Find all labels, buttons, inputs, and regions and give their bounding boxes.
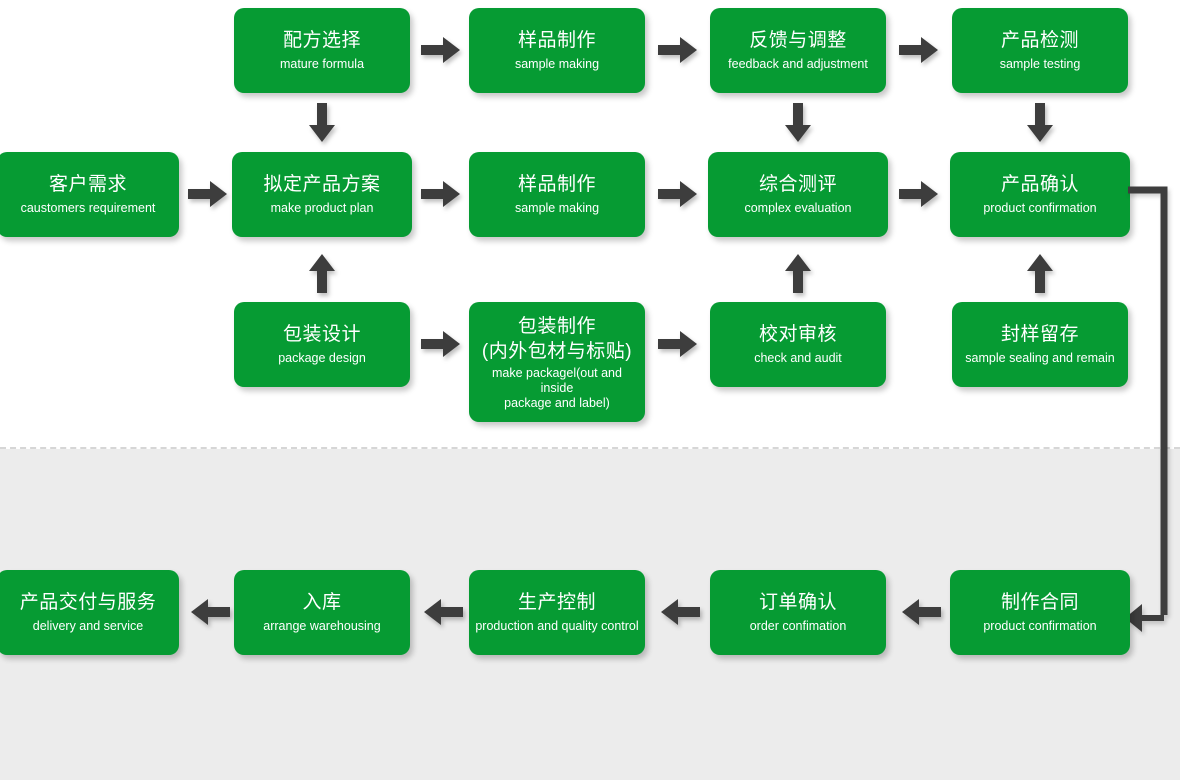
wrap-connector-line (1128, 163, 1180, 643)
node-title-en: sample sealing and remain (965, 351, 1115, 365)
arrow-right-icon (421, 36, 461, 64)
node-title-cn: 产品确认 (1000, 174, 1079, 195)
node-title-en: caustomers requirement (20, 201, 156, 215)
node-title-cn: 包装设计 (282, 324, 361, 345)
node-title-cn: 包装制作 (内外包材与标贴) (481, 315, 633, 362)
arrow-down-icon (308, 103, 336, 143)
node-title-cn: 产品检测 (1000, 30, 1079, 51)
arrow-down-icon (784, 103, 812, 143)
arrow-right-icon (658, 180, 698, 208)
arrow-up-icon (308, 253, 336, 293)
node-feedback-adjustment[interactable]: 反馈与调整 feedback and adjustment (710, 8, 886, 93)
arrow-right-icon (421, 180, 461, 208)
node-title-cn: 综合测评 (758, 174, 837, 195)
arrow-right-icon (658, 330, 698, 358)
section-divider (0, 447, 1180, 449)
node-complex-evaluation[interactable]: 综合测评 complex evaluation (708, 152, 888, 237)
arrow-left-icon (660, 598, 700, 626)
node-title-cn: 订单确认 (758, 592, 837, 613)
arrow-right-icon (899, 180, 939, 208)
node-title-cn: 拟定产品方案 (263, 174, 381, 195)
node-title-cn: 客户需求 (48, 174, 127, 195)
node-title-en: sample making (514, 57, 600, 71)
node-title-en: complex evaluation (744, 201, 852, 215)
node-title-cn: 反馈与调整 (749, 30, 847, 51)
node-sample-sealing[interactable]: 封样留存 sample sealing and remain (952, 302, 1128, 387)
node-product-testing[interactable]: 产品检测 sample testing (952, 8, 1128, 93)
node-title-cn: 封样留存 (1000, 324, 1079, 345)
node-title-cn: 入库 (302, 592, 342, 613)
node-title-en: delivery and service (32, 619, 144, 633)
arrow-down-icon (1026, 103, 1054, 143)
node-package-design[interactable]: 包装设计 package design (234, 302, 410, 387)
node-make-contract[interactable]: 制作合同 product confirmation (950, 570, 1130, 655)
node-title-en: check and audit (754, 351, 842, 365)
node-title-en: make product plan (270, 201, 374, 215)
node-title-cn: 样品制作 (517, 174, 596, 195)
node-title-cn: 制作合同 (1000, 592, 1079, 613)
node-sample-making-r1[interactable]: 样品制作 sample making (469, 8, 645, 93)
node-title-cn: 配方选择 (282, 30, 361, 51)
arrow-up-icon (784, 253, 812, 293)
arrow-left-icon (901, 598, 941, 626)
node-order-confirmation[interactable]: 订单确认 order confimation (710, 570, 886, 655)
node-title-en: sample making (514, 201, 600, 215)
node-title-en: sample testing (999, 57, 1081, 71)
node-title-en: mature formula (279, 57, 365, 71)
node-title-en: product confirmation (983, 619, 1097, 633)
node-title-en: feedback and adjustment (728, 57, 868, 71)
node-customer-requirement[interactable]: 客户需求 caustomers requirement (0, 152, 179, 237)
arrow-left-icon (190, 598, 230, 626)
node-sample-making-r2[interactable]: 样品制作 sample making (469, 152, 645, 237)
node-delivery-service[interactable]: 产品交付与服务 delivery and service (0, 570, 179, 655)
node-title-en: arrange warehousing (263, 619, 381, 633)
node-title-cn: 校对审核 (758, 324, 837, 345)
node-make-product-plan[interactable]: 拟定产品方案 make product plan (232, 152, 412, 237)
node-formula-selection[interactable]: 配方选择 mature formula (234, 8, 410, 93)
arrow-right-icon (421, 330, 461, 358)
arrow-left-icon (423, 598, 463, 626)
node-product-confirmation[interactable]: 产品确认 product confirmation (950, 152, 1130, 237)
node-title-cn: 产品交付与服务 (19, 592, 157, 613)
node-title-en: order confimation (749, 619, 847, 633)
node-title-en: product confirmation (983, 201, 1097, 215)
arrow-up-icon (1026, 253, 1054, 293)
node-title-cn: 生产控制 (517, 592, 596, 613)
arrow-right-icon (188, 180, 228, 208)
node-check-audit[interactable]: 校对审核 check and audit (710, 302, 886, 387)
arrow-right-icon (899, 36, 939, 64)
node-package-manufacturing[interactable]: 包装制作 (内外包材与标贴) make packagel(out and ins… (469, 302, 645, 422)
node-warehousing[interactable]: 入库 arrange warehousing (234, 570, 410, 655)
node-production-control[interactable]: 生产控制 production and quality control (469, 570, 645, 655)
node-title-cn: 样品制作 (517, 30, 596, 51)
node-title-en: production and quality control (475, 619, 639, 633)
node-title-en: make packagel(out and inside package and… (492, 365, 622, 410)
node-title-en: package design (278, 351, 366, 365)
arrow-right-icon (658, 36, 698, 64)
